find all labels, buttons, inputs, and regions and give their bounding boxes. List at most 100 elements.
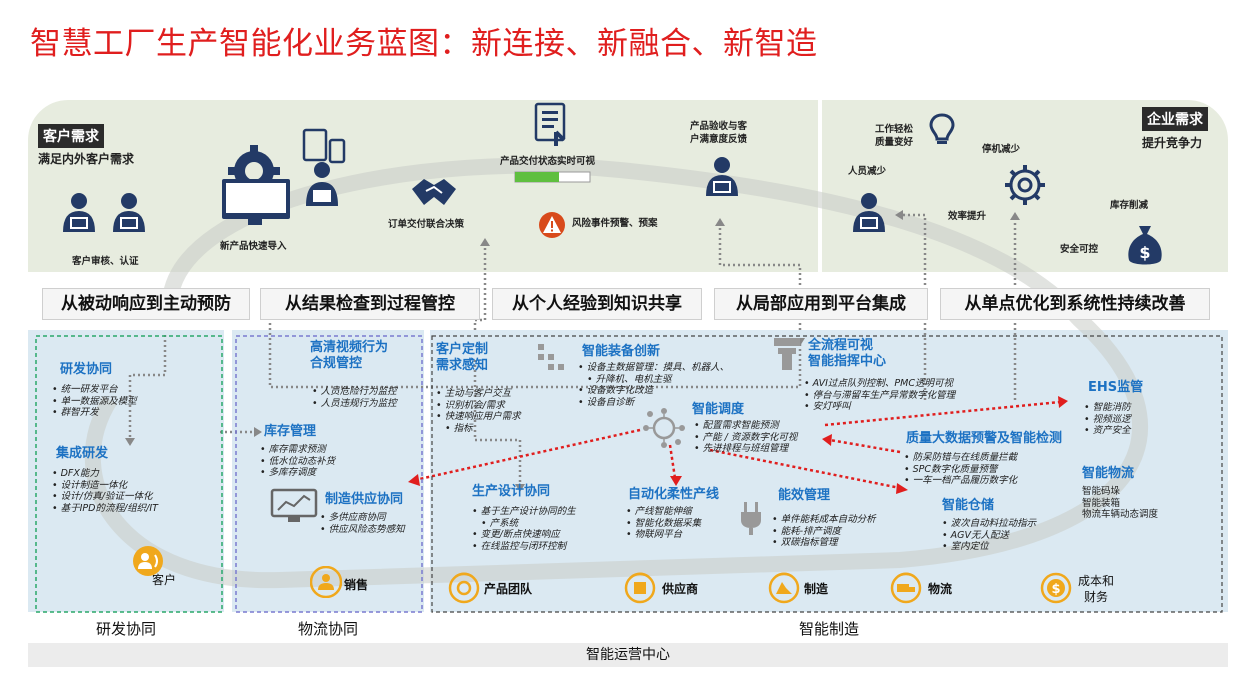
list-item: 升降机、电机主驱 [578, 374, 729, 386]
integrated-rd-title: 集成研发 [56, 446, 109, 461]
list-item: 人员危险行为监控 [312, 386, 397, 398]
list-item: 基于IPD的流程/组织/IT [52, 503, 158, 515]
delivery-progress-bar [515, 172, 590, 182]
list-item: 产线智能伸缩 [626, 506, 701, 518]
list-item: 供应风险态势感知 [320, 524, 405, 536]
page-title: 智慧工厂生产智能化业务蓝图：新连接、新融合、新智造 [30, 26, 818, 62]
work-easy-label: 工作轻松 [875, 124, 914, 135]
customer-demand-subtitle: 满足内外客户需求 [38, 152, 135, 166]
custom-demand-list: 主动与客户交互 识别机会/需求 快速响应用户需求 指标 [436, 388, 521, 434]
less-people-label: 人员减少 [848, 166, 887, 177]
customer-label: 客户 [152, 573, 177, 587]
efficiency-label: 效率提升 [948, 211, 987, 222]
risk-warning-label: 风险事件预警、预案 [572, 218, 658, 229]
energy-mgmt-list: 单件能耗成本自动分析 能耗-排产调度 双碳指标管理 [772, 514, 876, 549]
feedback-person-icon [706, 157, 738, 196]
document-touch-icon [534, 102, 566, 146]
customer-person-icon [113, 193, 145, 232]
inventory-cut-label: 库存削减 [1110, 200, 1149, 211]
truck-icon [890, 572, 922, 604]
inventory-mgmt-list: 库存需求预测 低水位动态补货 多库存调度 [260, 444, 336, 479]
smart-warehouse-list: 波次自动料拉动指示 AGV无人配送 室内定位 [942, 518, 1037, 553]
customer-review-label: 客户审核、认证 [72, 256, 139, 267]
transition-heading-4: 从局部应用到平台集成 [714, 288, 928, 320]
video-compliance-list: 人员危险行为监控 人员违规行为监控 [312, 386, 397, 409]
list-item: 识别机会/需求 [436, 400, 521, 412]
footer-rd-label: 研发协同 [95, 620, 156, 638]
customer-icon [133, 546, 163, 576]
rd-collab-title: 研发协同 [60, 362, 113, 377]
list-item: 在线监控与闭环控制 [472, 541, 576, 553]
smart-scheduling-title: 智能调度 [692, 402, 745, 417]
customer-person-icon [63, 193, 95, 232]
list-item: 智能消防 [1084, 402, 1131, 414]
manufacturing-icon [768, 572, 800, 604]
enterprise-demand-tag: 企业需求 [1142, 107, 1208, 131]
cost-finance-label: 成本和 [1078, 574, 1115, 588]
list-item: 智能码垛 [1082, 486, 1121, 497]
transition-heading-5: 从单点优化到系统性持续改善 [940, 288, 1210, 320]
list-item: 设计制造一体化 [52, 480, 158, 492]
list-item: 低水位动态补货 [260, 456, 336, 468]
equipment-innovation-list: 设备主数据管理：摸具、机器人、 升降机、电机主驱 设备数字化改造 设备自诊断 [578, 362, 730, 409]
list-item: 指标 [436, 423, 521, 435]
equipment-dots-icon [538, 344, 564, 370]
gear-monitor-icon [222, 145, 290, 225]
equipment-innovation-title: 智能装备创新 [582, 344, 661, 359]
list-item: 多库存调度 [260, 467, 335, 479]
command-center-title: 智能指挥中心 [808, 354, 887, 369]
list-item: 设备主数据管理：摸具、机器人、 [578, 362, 730, 374]
list-item: 先进排程与班组管理 [694, 443, 797, 455]
list-item: 波次自动料拉动指示 [942, 518, 1037, 530]
list-item: 主动与客户交互 [436, 388, 521, 400]
video-compliance-title: 合规管控 [310, 356, 363, 371]
list-item: 资产安全 [1084, 425, 1131, 437]
list-item: 人员违规行为监控 [312, 398, 397, 410]
transition-heading-1: 从被动响应到主动预防 [42, 288, 250, 320]
delivery-status-label: 产品交付状态实时可视 [500, 156, 596, 167]
list-item: 产系统 [472, 518, 576, 530]
list-item: DFX能力 [52, 468, 158, 480]
list-item: AVI过点队列控制、PMC透明可视 [804, 378, 955, 390]
supply-collab-list: 多供应商协同 供应风险态势感知 [320, 512, 405, 535]
list-item: 一车一档产品履历数字化 [904, 475, 1018, 487]
list-item: 统一研发平台 [52, 384, 137, 396]
flex-line-title: 自动化柔性产线 [628, 487, 720, 502]
list-item: 基于生产设计协同的生 [472, 506, 576, 518]
power-plug-icon [741, 502, 761, 535]
list-item: 产能 / 资源数字化可视 [694, 432, 798, 444]
sales-label: 销售 [344, 578, 369, 592]
ops-center-bar: 智能运营中心 [28, 643, 1228, 667]
list-item: 多供应商协同 [320, 512, 405, 524]
worker-person-icon [853, 193, 885, 232]
integrated-rd-list: DFX能力 设计制造一体化 设计/仿真/验证一体化 基于IPD的流程/组织/IT [52, 468, 158, 514]
list-item: 库存需求预测 [260, 444, 335, 456]
list-item: AGV无人配送 [942, 530, 1036, 542]
smart-warehouse-title: 智能仓储 [942, 498, 995, 513]
list-item: 智能装箱 [1082, 497, 1121, 509]
safety-label: 安全可控 [1060, 244, 1099, 255]
handshake-icon [412, 179, 456, 205]
list-item: 智能化数据采集 [626, 518, 702, 530]
list-item: 群智开发 [52, 407, 137, 419]
smart-logistics-title: 智能物流 [1082, 466, 1135, 481]
footer-manufacturing-label: 智能制造 [798, 620, 859, 638]
command-center-title: 全流程可视 [808, 338, 874, 353]
analytics-monitor-icon [270, 488, 318, 522]
inventory-mgmt-title: 库存管理 [264, 424, 317, 439]
svg-text:$: $ [1139, 243, 1150, 262]
control-tower-icon [774, 338, 800, 370]
design-collab-title: 生产设计协同 [472, 484, 551, 499]
list-item: 单件能耗成本自动分析 [772, 514, 876, 526]
product-team-icon [448, 572, 480, 604]
list-item: 配置需求智能预测 [694, 420, 797, 432]
video-compliance-title: 高清视频行为 [310, 340, 389, 355]
svg-text:$: $ [1051, 582, 1060, 597]
flex-line-list: 产线智能伸缩 智能化数据采集 物联网平台 [626, 506, 702, 541]
rd-collab-list: 统一研发平台 单一数据源及模型 群智开发 [52, 384, 137, 419]
list-item: SPC数字化质量预警 [904, 464, 1017, 476]
ehs-list: 智能消防 视频巡逻 资产安全 [1084, 402, 1131, 437]
list-item: 设备自诊断 [578, 397, 729, 409]
warning-icon [539, 212, 565, 238]
smart-logistics-list: 智能码垛 智能装箱 物流车辆动态调度 [1082, 486, 1158, 521]
